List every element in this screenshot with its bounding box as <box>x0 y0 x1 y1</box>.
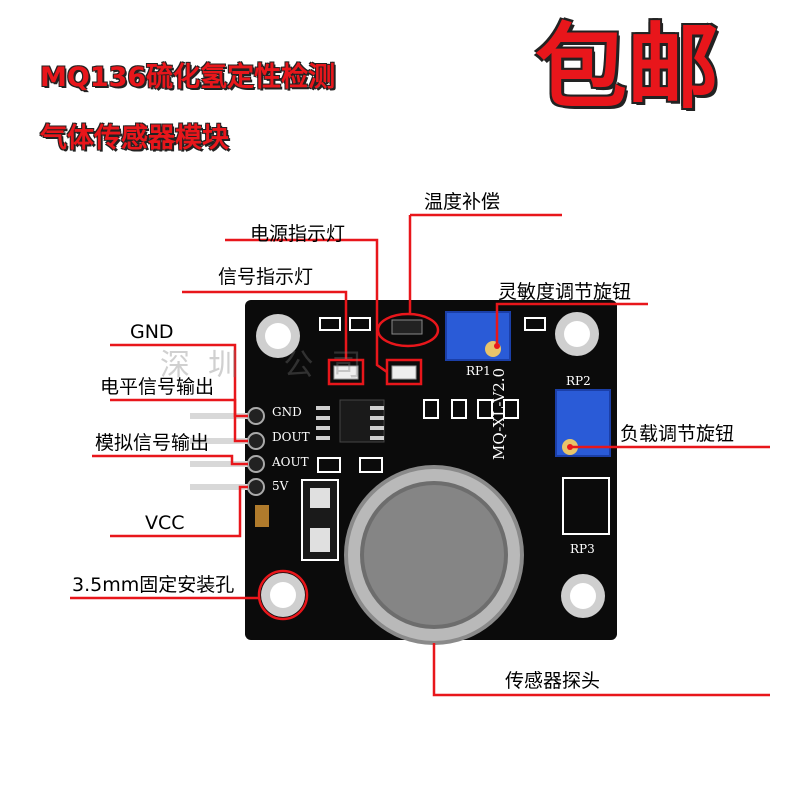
label-probe: 传感器探头 <box>505 670 601 692</box>
silk-rp2: RP2 <box>566 374 591 388</box>
label-gnd: GND <box>130 321 174 343</box>
label-signal-led: 信号指示灯 <box>218 266 314 288</box>
callout-lines <box>70 213 770 697</box>
silk-pin-dout: DOUT <box>272 430 310 444</box>
product-title-line2: 气体传感器模块 <box>40 123 229 154</box>
silk-rp1: RP1 <box>466 364 491 378</box>
label-sensitivity-knob: 灵敏度调节旋钮 <box>498 281 632 303</box>
label-analog-output: 模拟信号输出 <box>95 432 210 454</box>
rp3-pad <box>562 477 610 535</box>
silk-pin-gnd: GND <box>272 405 302 419</box>
label-load-knob: 负载调节旋钮 <box>620 423 735 445</box>
product-title-line1: MQ136硫化氢定性检测 <box>40 62 336 93</box>
label-power-led: 电源指示灯 <box>250 223 346 245</box>
mount-hole-bottom-left <box>261 573 305 617</box>
mount-hole-bottom-right <box>561 574 605 618</box>
silk-model: MQ-XL-V2.0 <box>490 367 508 460</box>
rp1-potentiometer <box>445 311 511 361</box>
mount-hole-top-left <box>256 314 300 358</box>
silk-pin-aout: AOUT <box>272 455 309 469</box>
label-vcc: VCC <box>145 512 185 534</box>
callout-dots <box>494 343 573 450</box>
silk-pin-5v: 5V <box>272 479 289 493</box>
mount-hole-highlight <box>257 569 309 621</box>
gas-sensor-probe <box>344 465 524 645</box>
label-temp-comp: 温度补偿 <box>424 191 501 213</box>
voltage-regulator <box>301 479 339 561</box>
smd-components-middle <box>317 399 519 473</box>
silk-rp3: RP3 <box>570 542 595 556</box>
label-mount-hole: 3.5mm固定安装孔 <box>72 574 235 596</box>
capacitor <box>255 505 269 527</box>
thermistor <box>391 319 423 335</box>
smd-components-top <box>319 317 546 331</box>
signal-led <box>333 365 359 380</box>
power-led <box>391 365 417 380</box>
comparator-chip <box>316 399 385 443</box>
mount-hole-top-right <box>555 312 599 356</box>
watermark: 深圳 公司 <box>160 348 380 383</box>
free-shipping-badge: 包邮 <box>535 14 720 121</box>
label-level-output: 电平信号输出 <box>100 376 215 398</box>
